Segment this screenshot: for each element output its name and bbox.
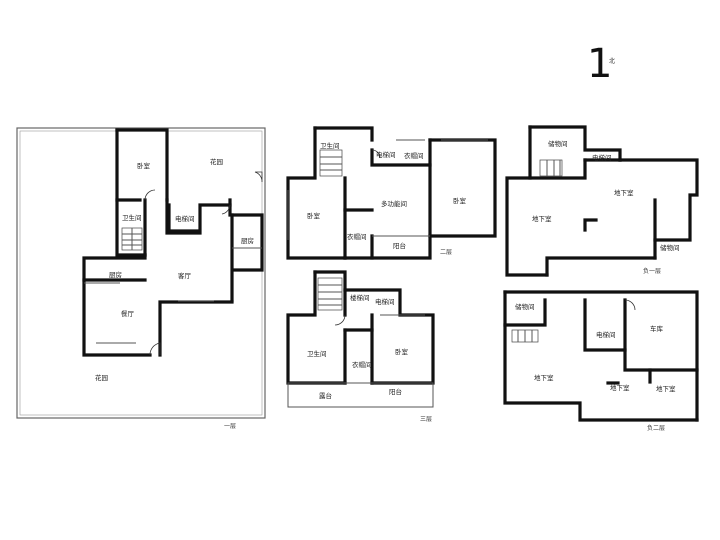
wall	[370, 138, 432, 167]
room-label: 卧室	[137, 161, 151, 170]
wall	[428, 138, 497, 238]
room-label: 衣帽间	[352, 360, 372, 369]
room-label: 储物间	[515, 302, 535, 311]
room-label: 地下室	[534, 373, 554, 382]
wall	[167, 203, 200, 233]
door	[149, 342, 161, 356]
door	[221, 204, 231, 215]
room-label: 衣帽间	[347, 232, 367, 241]
terrace-outline	[287, 382, 434, 408]
floor-label: 三层	[420, 416, 432, 423]
room-label: 卧室	[395, 347, 409, 356]
compass: 1 北	[587, 41, 615, 87]
floor-label: 负二层	[647, 424, 665, 432]
stair	[539, 159, 563, 177]
wall	[505, 125, 549, 277]
wall	[115, 128, 169, 202]
room-label: 电梯间	[375, 297, 395, 306]
basement-1-plan: 储物间 电梯间 地下室 地下室 储物间 负一层	[505, 125, 699, 277]
room-label: 地下室	[614, 188, 634, 197]
room-label: 地下室	[532, 214, 552, 223]
room-label: 花园	[95, 373, 108, 382]
floor-label: 二层	[440, 249, 452, 256]
room-label: 阳台	[389, 387, 402, 396]
wall	[503, 298, 547, 327]
room-label: 车库	[650, 324, 664, 333]
door	[624, 299, 636, 311]
stair	[319, 149, 343, 177]
wall	[618, 158, 699, 260]
floor-2-plan: 卫生间 电梯间 衣帽间 卧室 多功能间 卧室 衣帽间 阳台 二层	[286, 126, 497, 260]
room-label: 多功能间	[381, 199, 407, 208]
wall	[158, 300, 234, 357]
wall	[82, 253, 152, 357]
floor-label: 负一层	[643, 267, 661, 275]
wall	[503, 290, 699, 422]
room-label: 电梯间	[592, 153, 612, 162]
wall	[528, 125, 622, 162]
room-label: 衣帽间	[404, 151, 424, 160]
compass-numeral: 1	[587, 41, 612, 87]
floor-3-plan: 楼梯间 电梯间 卫生间 卧室 衣帽间 露台 阳台 三层	[286, 270, 435, 423]
door	[334, 314, 346, 326]
room-label: 卫生间	[320, 141, 340, 150]
room-label: 地下室	[610, 383, 630, 392]
room-label: 卧室	[453, 196, 467, 205]
floor-label: 一层	[224, 423, 236, 430]
wall	[313, 270, 347, 317]
garden-boundary-inner	[19, 130, 263, 416]
room-label: 厨房	[241, 236, 254, 245]
room-label: 卧室	[307, 211, 321, 220]
room-label: 花园	[210, 157, 223, 166]
wall	[286, 126, 347, 260]
wall	[343, 328, 374, 385]
wall	[545, 256, 657, 277]
garden-boundary	[16, 127, 266, 419]
wall	[503, 290, 699, 422]
door	[254, 171, 263, 183]
wall	[313, 126, 374, 142]
room-label: 地下室	[656, 384, 676, 393]
wall	[165, 198, 232, 235]
wall	[115, 198, 147, 257]
basement-2-plan: 储物间 电梯间 车库 地下室 地下室 地下室 负二层	[503, 290, 699, 432]
room-label: 储物间	[660, 243, 680, 252]
room-label: 卫生间	[122, 213, 142, 222]
wall	[583, 298, 627, 352]
room-label: 厨房	[109, 270, 122, 279]
wall	[370, 163, 432, 260]
room-label: 电梯间	[376, 150, 396, 159]
floor-1-plan: 卧室 花园 卫生间 电梯间 厨房 厨房 客厅 餐厅 花园 一层	[16, 127, 266, 430]
door	[144, 189, 156, 201]
compass-north-label: 北	[609, 57, 615, 65]
room-label: 电梯间	[175, 214, 195, 223]
wall	[228, 198, 264, 272]
room-label: 客厅	[178, 271, 192, 280]
door	[371, 149, 381, 159]
room-label: 储物间	[548, 139, 568, 148]
wall	[528, 158, 587, 180]
room-label: 餐厅	[121, 309, 135, 318]
wall	[623, 298, 699, 372]
room-label: 阳台	[393, 241, 406, 250]
room-label: 露台	[319, 391, 332, 400]
room-label: 楼梯间	[350, 293, 370, 302]
room-label: 电梯间	[596, 330, 616, 339]
room-label: 卫生间	[307, 349, 327, 358]
wall	[583, 218, 598, 232]
